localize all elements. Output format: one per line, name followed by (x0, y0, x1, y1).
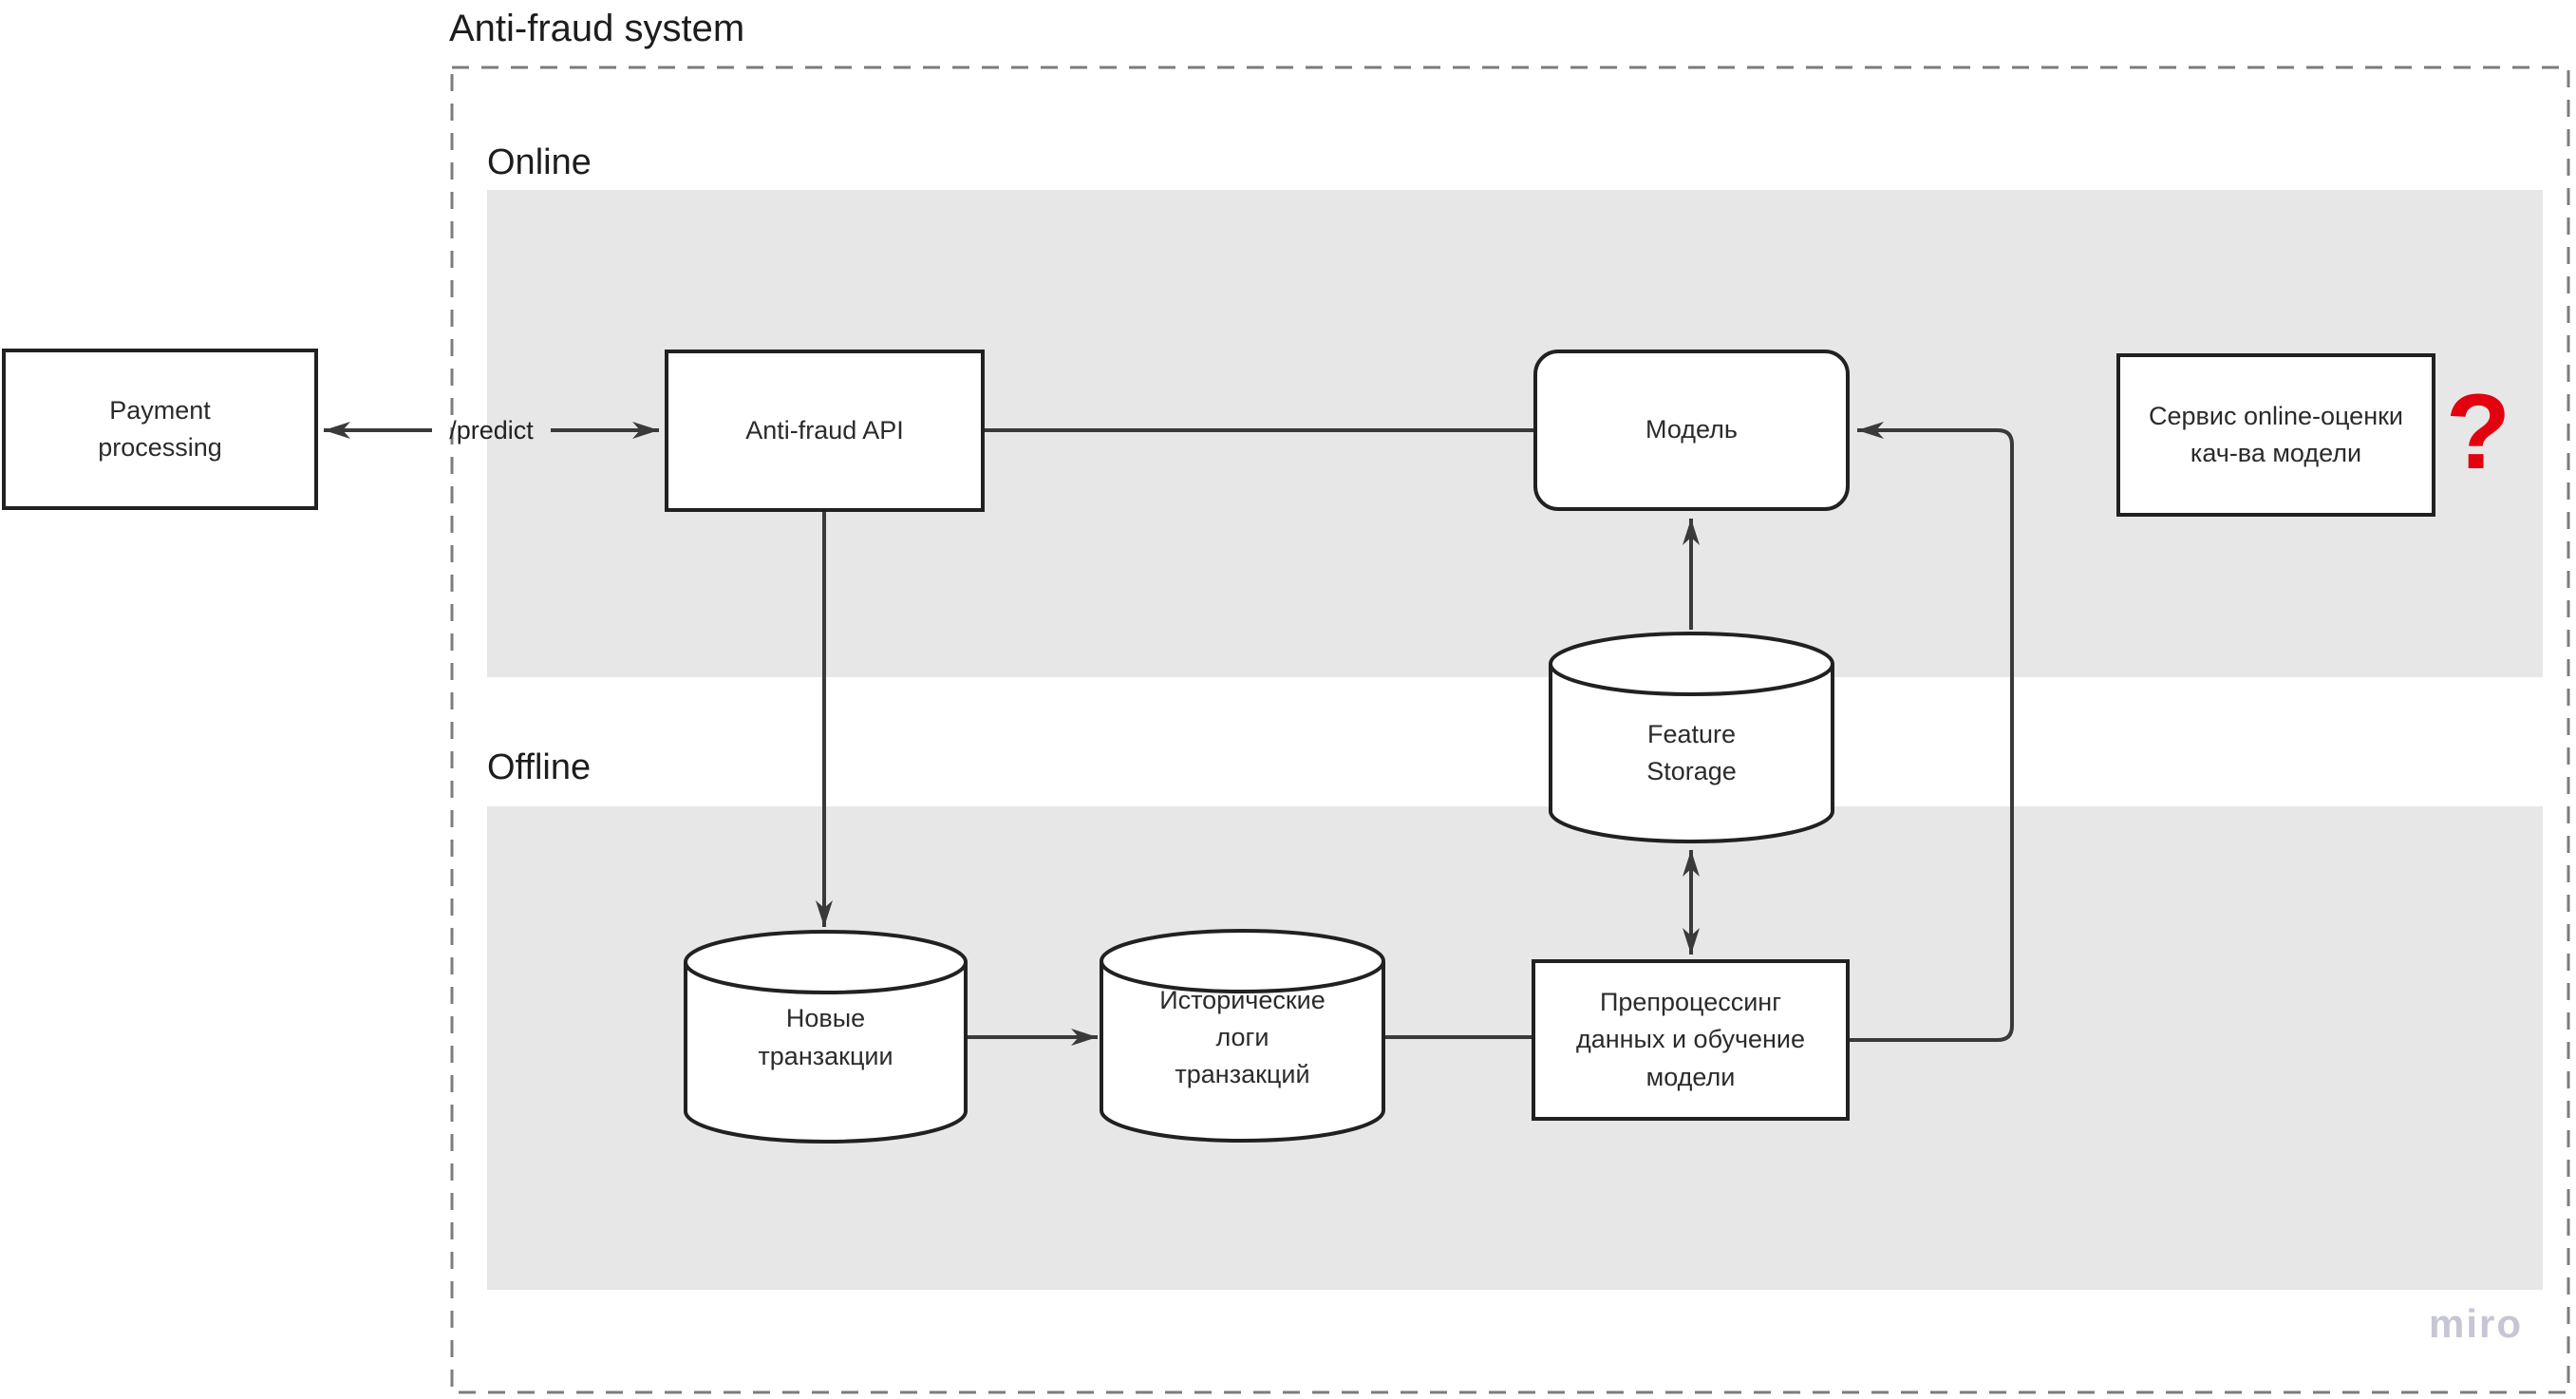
quality-service-label: Сервис online-оценки кач-ва модели (2148, 401, 2403, 467)
connector-preprocessing-to-model[interactable] (1850, 422, 2014, 1042)
historical-logs-cylinder[interactable] (1100, 929, 1385, 1143)
predict-endpoint-label: /predict (449, 415, 534, 444)
new-transactions-cylinder[interactable] (684, 930, 968, 1144)
model-node[interactable]: Модель (1533, 350, 1850, 511)
payment-processing-label: Payment processing (98, 395, 222, 462)
preprocessing-node[interactable]: Препроцессинг данных и обучение модели (1532, 959, 1850, 1121)
system-boundary-dashed-border (450, 66, 2570, 1394)
quality-service-node[interactable]: Сервис online-оценки кач-ва модели (2116, 353, 2435, 517)
feature-storage-label: Feature Storage (1646, 719, 1737, 785)
model-label: Модель (1645, 415, 1738, 444)
new-transactions-label: Новые транзакции (758, 1004, 893, 1070)
diagram-title: Anti-fraud system (449, 8, 745, 49)
anti-fraud-api-node[interactable]: Anti-fraud API (665, 350, 985, 512)
online-section-label: Online (487, 142, 592, 182)
preprocessing-label: Препроцессинг данных и обучение модели (1575, 988, 1806, 1091)
payment-processing-node[interactable]: Payment processing (2, 349, 318, 510)
offline-section-label: Offline (487, 747, 592, 787)
anti-fraud-api-label: Anti-fraud API (745, 415, 904, 444)
historical-logs-label: Исторические логи транзакций (1159, 985, 1326, 1089)
question-mark-annotation: ? (2445, 371, 2511, 491)
feature-storage-cylinder[interactable] (1549, 632, 1834, 843)
miro-watermark: miro (2429, 1301, 2524, 1346)
